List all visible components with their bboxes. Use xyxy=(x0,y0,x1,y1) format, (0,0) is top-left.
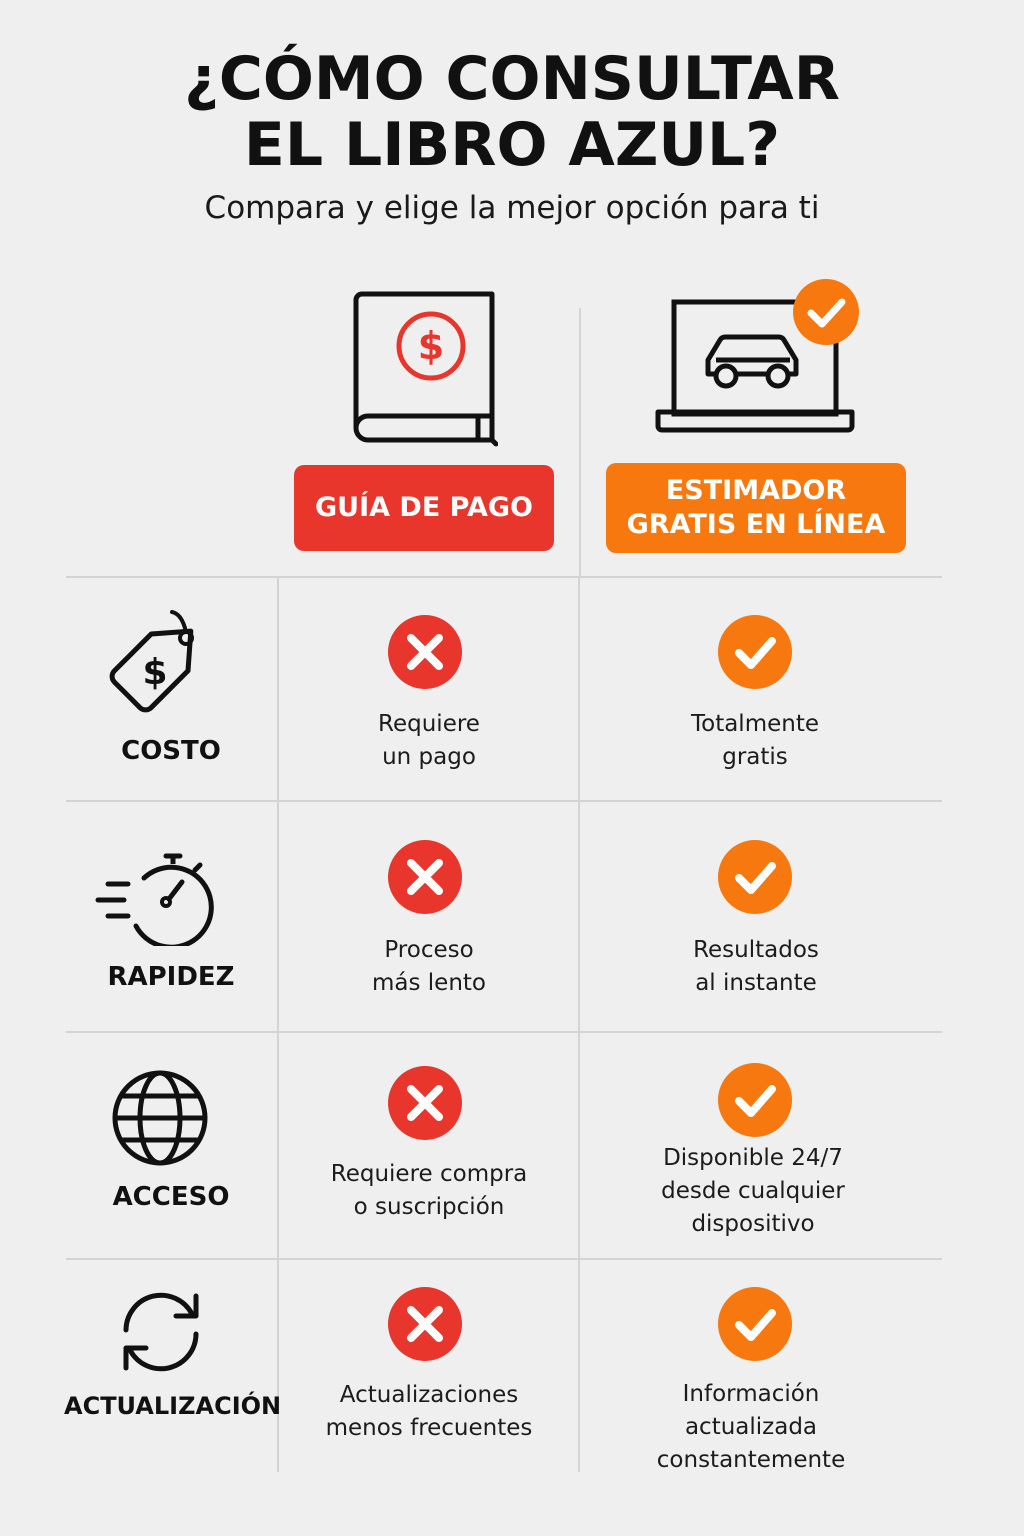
globe-icon xyxy=(112,1070,208,1166)
refresh-icon xyxy=(123,1292,199,1372)
category-label: ACCESO xyxy=(112,1182,230,1212)
free-cost-text: Totalmente gratis xyxy=(690,711,820,770)
svg-text:$: $ xyxy=(418,324,444,368)
paid-update-text: Actualizaciones menos frecuentes xyxy=(325,1382,533,1441)
paid-guide-label: GUÍA DE PAGO xyxy=(314,492,533,523)
free-access-text: Disponible 24/7 desde cualquier disposit… xyxy=(661,1145,845,1237)
check-icon xyxy=(718,1063,792,1137)
category-label: RAPIDEZ xyxy=(107,962,235,992)
cross-icon xyxy=(388,615,462,689)
book-dollar-icon: $ xyxy=(353,291,498,447)
free-estimator-label-line-2: GRATIS EN LÍNEA xyxy=(626,509,886,540)
free-update-text: Información actualizada constantemente xyxy=(656,1381,846,1473)
cross-icon xyxy=(388,840,462,914)
cross-icon xyxy=(388,1287,462,1361)
row-divider-4 xyxy=(66,1258,942,1260)
svg-text:$: $ xyxy=(142,652,167,693)
row-divider-3 xyxy=(66,1031,942,1033)
free-estimator-label-line-1: ESTIMADOR xyxy=(665,475,847,506)
row-divider-1 xyxy=(66,576,942,578)
page-title-line-2: EL LIBRO AZUL? xyxy=(243,110,781,180)
category-label: ACTUALIZACIÓN xyxy=(64,1392,282,1420)
free-speed-text: Resultados al instante xyxy=(693,937,819,996)
column-divider-top xyxy=(579,308,581,578)
check-icon xyxy=(718,1287,792,1361)
column-divider-right xyxy=(578,578,580,1472)
paid-speed-text: Proceso más lento xyxy=(371,937,486,996)
laptop-car-check-icon xyxy=(655,279,859,433)
cross-icon xyxy=(388,1066,462,1140)
column-divider-left xyxy=(277,578,279,1472)
page-title: ¿CÓMO CONSULTAR EL LIBRO AZUL? xyxy=(0,46,1024,178)
paid-access-text: Requiere compra o suscripción xyxy=(330,1161,528,1220)
category-label: COSTO xyxy=(121,736,221,766)
free-estimator-badge: ESTIMADOR GRATIS EN LÍNEA xyxy=(606,463,906,553)
page-title-line-1: ¿CÓMO CONSULTAR xyxy=(184,44,840,114)
row-divider-2 xyxy=(66,800,942,802)
price-tag-icon: $ xyxy=(109,610,194,713)
stopwatch-icon xyxy=(95,853,214,946)
paid-cost-text: Requiere un pago xyxy=(378,711,480,770)
check-icon xyxy=(718,840,792,914)
page-subtitle: Compara y elige la mejor opción para ti xyxy=(204,190,820,226)
paid-guide-badge: GUÍA DE PAGO xyxy=(294,465,554,551)
check-icon xyxy=(718,615,792,689)
